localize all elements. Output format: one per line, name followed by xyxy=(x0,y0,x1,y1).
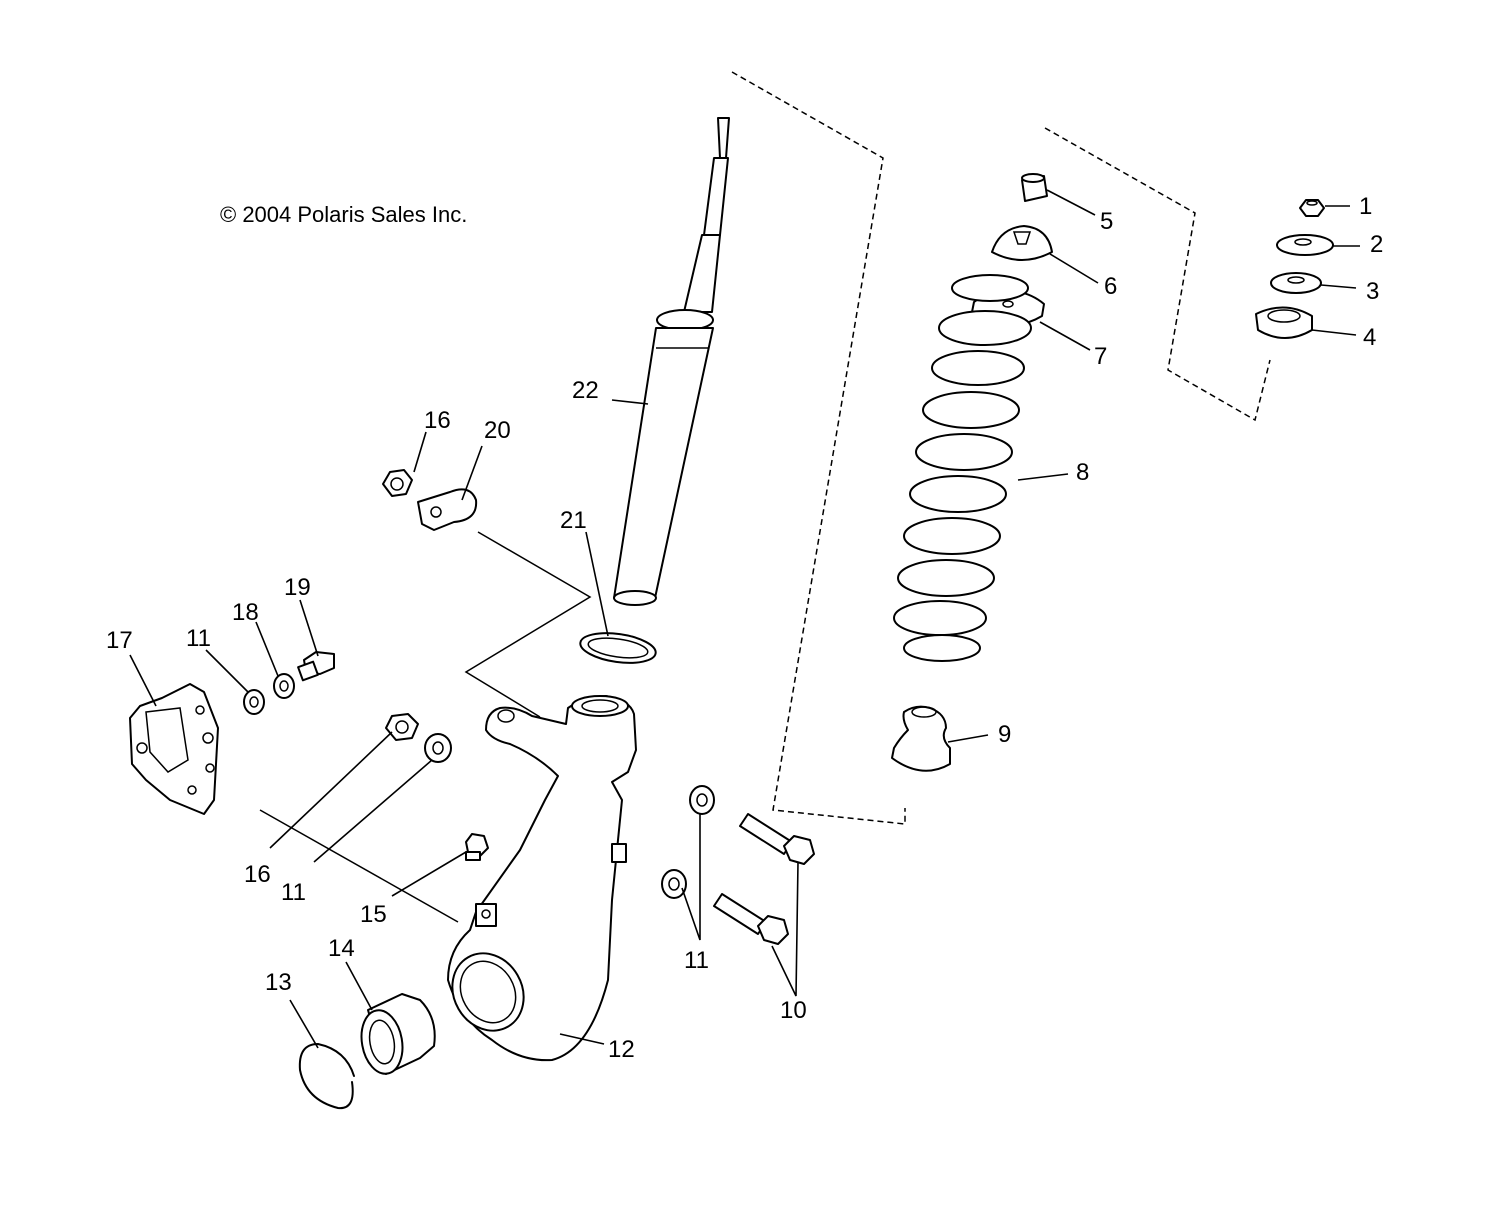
callout-10: 10 xyxy=(780,997,807,1024)
callout-12: 12 xyxy=(608,1036,635,1063)
clamp-assembly-line xyxy=(464,531,592,718)
callout-21: 21 xyxy=(560,507,587,534)
callout-22: 22 xyxy=(572,377,599,404)
callout-17: 17 xyxy=(106,627,133,654)
nut-16-middle xyxy=(385,713,419,741)
callout-16-bottom: 16 xyxy=(244,861,271,888)
callout-9: 9 xyxy=(998,721,1011,748)
callout-11-middle: 11 xyxy=(281,879,306,906)
assembly-lines xyxy=(259,71,1271,923)
wheel-bearing xyxy=(360,993,436,1075)
washer-3 xyxy=(1270,272,1322,294)
callout-20: 20 xyxy=(484,417,511,444)
washer-11-upper-right xyxy=(689,785,715,815)
washer-11-left xyxy=(243,689,265,715)
leader-lines xyxy=(129,189,1360,1049)
callout-labels: 1 2 3 4 5 6 7 8 9 10 11 11 11 12 13 14 1… xyxy=(106,193,1383,1063)
grommet-4 xyxy=(1255,306,1313,339)
coil-spring xyxy=(893,274,1032,662)
shock-assembly-line xyxy=(731,71,906,825)
callout-13: 13 xyxy=(265,969,292,996)
bump-stop xyxy=(891,705,951,772)
callout-8: 8 xyxy=(1076,459,1089,486)
callout-4: 4 xyxy=(1363,324,1376,351)
callout-14: 14 xyxy=(328,935,355,962)
bolt-10-upper xyxy=(739,813,815,865)
callout-11-right: 11 xyxy=(684,947,709,974)
upper-retainer xyxy=(991,225,1053,261)
strut-shock xyxy=(613,117,730,606)
callout-19: 19 xyxy=(284,574,311,601)
steering-knuckle xyxy=(447,695,637,1062)
callout-7: 7 xyxy=(1094,343,1107,370)
callout-6: 6 xyxy=(1104,273,1117,300)
washer-2 xyxy=(1276,234,1334,256)
callout-15: 15 xyxy=(360,901,387,928)
callout-18: 18 xyxy=(232,599,259,626)
callout-3: 3 xyxy=(1366,278,1379,305)
grease-fitting xyxy=(465,833,489,861)
mount-assembly-line xyxy=(1044,127,1271,422)
bolt-10-lower xyxy=(713,893,789,945)
clamp xyxy=(417,488,478,531)
callout-5: 5 xyxy=(1100,208,1113,235)
brake-caliper xyxy=(129,683,219,815)
callout-1: 1 xyxy=(1359,193,1372,220)
nut-16-top xyxy=(382,469,413,497)
o-ring xyxy=(579,632,657,664)
copyright-text: © 2004 Polaris Sales Inc. xyxy=(220,202,467,227)
bushing xyxy=(1021,173,1048,202)
washer-18 xyxy=(273,673,295,699)
caliper-assembly-line xyxy=(259,809,459,923)
snap-ring xyxy=(298,1043,355,1110)
washer-11-lower-right xyxy=(661,869,687,899)
callout-11-left: 11 xyxy=(186,625,211,652)
washer-11-middle xyxy=(424,733,452,763)
callout-2: 2 xyxy=(1370,231,1383,258)
nut-1 xyxy=(1299,199,1325,217)
callout-16-top: 16 xyxy=(424,407,451,434)
bolt-19 xyxy=(297,651,335,682)
